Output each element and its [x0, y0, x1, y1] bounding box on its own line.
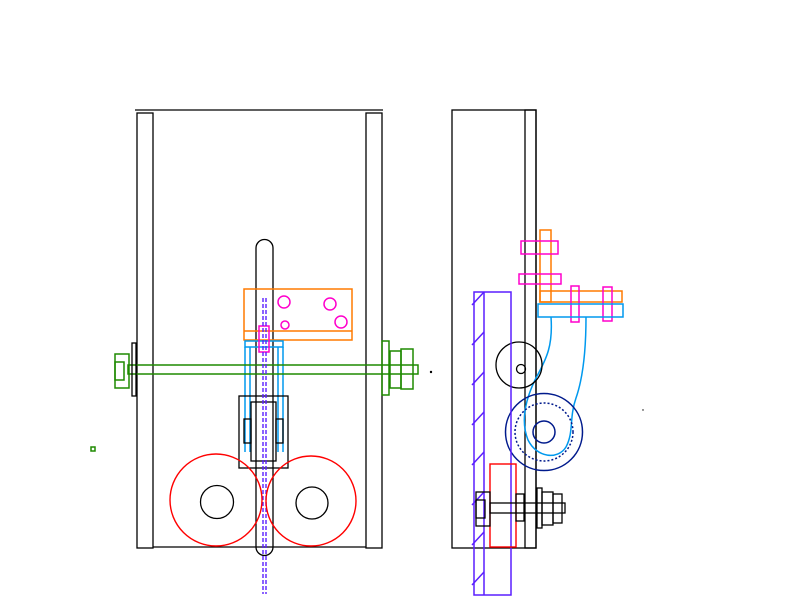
- side-view: [451, 109, 644, 596]
- roller-right: [265, 455, 357, 547]
- bracket-horizontal: [539, 290, 623, 303]
- frame-right-post: [365, 112, 383, 549]
- red-block: [489, 463, 517, 548]
- axle-nut-outer: [552, 493, 563, 524]
- frame-left-post: [136, 112, 154, 549]
- roller-right-hub: [295, 486, 329, 520]
- bolt-hole: [323, 297, 337, 311]
- shaft-left-plate: [131, 342, 137, 397]
- plate-outer: [473, 291, 512, 596]
- shaft-right-nut: [389, 350, 402, 389]
- hatch: [471, 411, 485, 426]
- purple-plate: [471, 291, 512, 596]
- vertical-slot: [255, 238, 274, 557]
- clamp-pad: [243, 418, 252, 444]
- rollers: [169, 453, 357, 547]
- clamp-plate: [243, 288, 353, 341]
- axle-shaft: [489, 502, 566, 514]
- axle-left-cap: [475, 499, 486, 519]
- cyan-arm: [523, 316, 587, 456]
- side-frame: [451, 109, 537, 549]
- bolt-hole: [334, 315, 348, 329]
- shaft-left-nut: [114, 353, 130, 389]
- bolt-hole: [277, 295, 291, 309]
- bolt-hole: [280, 320, 290, 330]
- center-dot: [429, 370, 433, 374]
- front-view: [90, 109, 433, 594]
- hatch: [471, 371, 485, 386]
- bracket-top: [244, 340, 284, 348]
- hatch: [471, 291, 485, 306]
- hatch: [471, 451, 485, 466]
- axle-washer: [536, 487, 543, 529]
- clamp-plate-body: [243, 288, 353, 341]
- navy-wheel-hub: [532, 420, 556, 444]
- clamp-pad: [275, 418, 284, 444]
- guide-wheel-hub: [515, 363, 527, 375]
- hatch: [471, 491, 485, 506]
- stray-dot: [642, 409, 644, 411]
- axle-nut: [541, 491, 554, 526]
- guide-wheel: [495, 341, 543, 389]
- shaft-left-cap: [114, 361, 125, 381]
- shaft-right-washer: [381, 340, 390, 396]
- axle-collar: [515, 493, 525, 522]
- side-bolts: [518, 240, 613, 323]
- hatch: [471, 531, 485, 546]
- small-green-marker: [90, 446, 96, 452]
- hatch: [471, 571, 485, 586]
- side-frame-post: [524, 109, 537, 549]
- front-frame: [135, 109, 383, 549]
- navy-wheel-outer: [504, 392, 584, 472]
- shaft-right-nut-outer: [400, 348, 414, 390]
- roller-left-hub: [199, 484, 235, 520]
- side-orange-bracket: [539, 229, 623, 303]
- bolt-head: [520, 240, 559, 255]
- side-axle: [475, 487, 566, 529]
- slider-block: [258, 325, 270, 353]
- green-shaft: [114, 340, 419, 396]
- axle-left-nut: [475, 491, 491, 527]
- navy-wheel-dashed: [514, 402, 574, 462]
- cyan-bar: [537, 303, 624, 318]
- roller-left: [169, 453, 263, 547]
- bolt-head: [518, 273, 562, 285]
- hatch: [471, 331, 485, 346]
- navy-wheel: [504, 392, 584, 472]
- shaft-body: [127, 364, 419, 375]
